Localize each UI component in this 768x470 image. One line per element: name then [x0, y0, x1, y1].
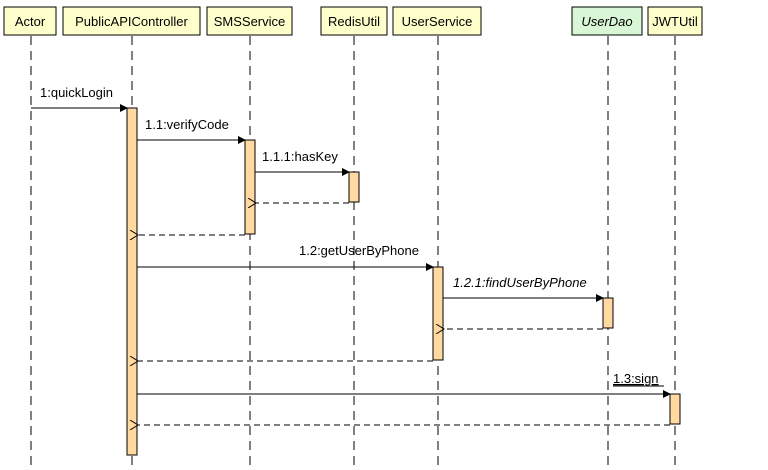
- activation-jwt: [669, 393, 681, 425]
- head-box-controller: [62, 6, 201, 36]
- lifeline-head-sms: SMSService: [206, 6, 293, 36]
- message-label-getuserbyphone: 1.2:getUserByPhone: [299, 243, 419, 258]
- activation-user: [432, 266, 444, 361]
- message-label-haskey: 1.1.1:hasKey: [262, 149, 338, 164]
- message-label-finduserbyphone: 1.2.1:findUserByPhone: [453, 275, 587, 290]
- lifeline-head-controller: PublicAPIController: [62, 6, 201, 36]
- lifeline-head-jwt: JWTUtil: [647, 6, 703, 36]
- lifeline-head-dao: UserDao: [571, 6, 643, 36]
- head-label-actor: Actor: [15, 14, 46, 29]
- activation-controller: [126, 107, 138, 456]
- lifeline-head-actor: Actor: [3, 6, 57, 36]
- activation-redis: [348, 171, 360, 203]
- head-box-sms: [206, 6, 293, 36]
- message-label-sign: 1.3:sign: [613, 371, 659, 386]
- head-box-jwt: [647, 6, 703, 36]
- head-box-redis: [320, 6, 388, 36]
- activation-dao: [602, 297, 614, 329]
- head-box-user: [392, 6, 482, 36]
- lifeline-head-redis: RedisUtil: [320, 6, 388, 36]
- head-label-dao: UserDao: [581, 14, 632, 29]
- lifeline-head-user: UserService: [392, 6, 482, 36]
- message-label-verifycode: 1.1:verifyCode: [145, 117, 229, 132]
- head-box-actor: [3, 6, 57, 36]
- message-label-quicklogin: 1:quickLogin: [40, 85, 113, 100]
- activation-sms: [244, 139, 256, 235]
- head-label-user: UserService: [402, 14, 473, 29]
- head-label-jwt: JWTUtil: [652, 14, 698, 29]
- head-label-sms: SMSService: [214, 14, 286, 29]
- head-box-dao: [571, 6, 643, 36]
- head-label-redis: RedisUtil: [328, 14, 380, 29]
- head-label-controller: PublicAPIController: [75, 14, 188, 29]
